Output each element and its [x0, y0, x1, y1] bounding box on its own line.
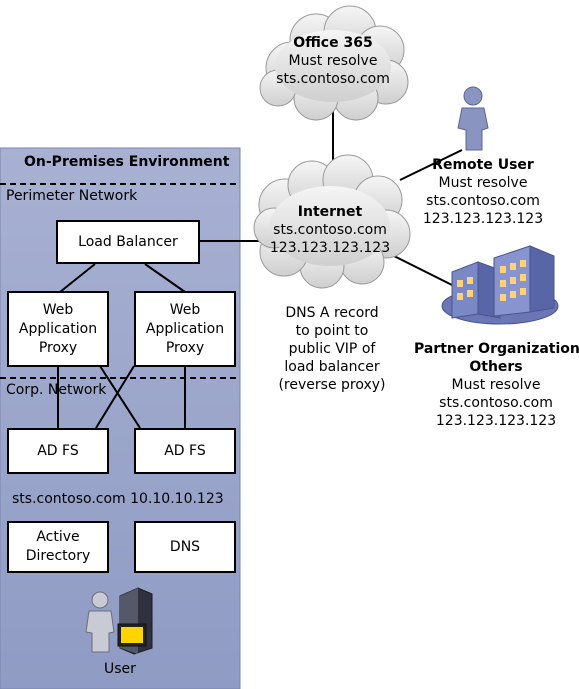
internet-cloud-icon: [253, 154, 411, 289]
adfs-right-box: AD FS: [134, 428, 236, 474]
perimeter-network-label: Perimeter Network: [6, 188, 138, 204]
environment-title: On-Premises Environment: [24, 154, 230, 170]
partner-title-line2: Others: [469, 359, 523, 375]
remote-user-line2: sts.contoso.com: [426, 193, 540, 209]
link-lb-wap-left: [59, 263, 96, 293]
dns-note-line2: to point to: [295, 323, 369, 339]
wap-left-line1: Web: [42, 301, 74, 318]
office365-line1: Must resolve: [288, 53, 378, 69]
active-directory-box: Active Directory: [7, 521, 109, 573]
wap-right-line1: Web: [169, 301, 201, 318]
office365-line2: sts.contoso.com: [276, 71, 390, 87]
dns-note-line4: load balancer: [284, 359, 380, 375]
wap-right-line3: Proxy: [165, 339, 205, 356]
internet-line2: 123.123.123.123: [269, 240, 391, 256]
partner-title-line1: Partner Organization/: [414, 341, 579, 357]
dns-label: DNS: [169, 538, 201, 555]
adfs-left-label: AD FS: [37, 442, 79, 459]
office365-label: Office 365 Must resolve sts.contoso.com: [263, 34, 403, 88]
dns-note-line1: DNS A record: [285, 305, 379, 321]
wap-left-line3: Proxy: [38, 339, 78, 356]
partner-line3: 123.123.123.123: [435, 413, 557, 429]
user-label: User: [104, 661, 136, 677]
office365-title: Office 365: [293, 35, 373, 51]
remote-user-person-icon: [457, 86, 489, 151]
internet-line1: sts.contoso.com: [273, 222, 387, 238]
dns-note-line5: (reverse proxy): [278, 377, 386, 393]
office365-cloud-icon: [259, 5, 409, 121]
partner-line2: sts.contoso.com: [439, 395, 553, 411]
load-balancer-label: Load Balancer: [78, 233, 178, 250]
partner-buildings-icon: [441, 245, 559, 325]
active-directory-line2: Directory: [25, 548, 91, 564]
adfs-left-box: AD FS: [7, 428, 109, 474]
link-internet-remote-user: [399, 149, 463, 181]
wap-right-line2: Application: [145, 320, 225, 337]
link-internet-partner: [387, 252, 463, 291]
adfs-right-label: AD FS: [164, 442, 206, 459]
partner-line1: Must resolve: [451, 377, 541, 393]
dns-a-record-note: DNS A record to point to public VIP of l…: [262, 304, 402, 394]
corp-network-label: Corp. Network: [6, 382, 107, 398]
internet-label: Internet sts.contoso.com 123.123.123.123: [260, 203, 400, 257]
web-application-proxy-right-box: Web Application Proxy: [134, 291, 236, 367]
link-lb-wap-right: [144, 263, 186, 293]
dns-box: DNS: [134, 521, 236, 573]
user-computer-icon: [85, 587, 153, 655]
remote-user-title: Remote User: [432, 157, 534, 173]
partner-organization-label: Partner Organization/ Others Must resolv…: [414, 340, 579, 430]
remote-user-line1: Must resolve: [438, 175, 528, 191]
internal-dns-record: sts.contoso.com 10.10.10.123: [12, 491, 224, 507]
dns-note-line3: public VIP of: [288, 341, 376, 357]
remote-user-label: Remote User Must resolve sts.contoso.com…: [408, 156, 558, 228]
active-directory-line1: Active: [36, 529, 80, 545]
wap-left-line2: Application: [18, 320, 98, 337]
web-application-proxy-left-box: Web Application Proxy: [7, 291, 109, 367]
link-wap-right-adfs-left: [95, 365, 135, 429]
load-balancer-box: Load Balancer: [56, 220, 200, 264]
remote-user-line3: 123.123.123.123: [422, 211, 544, 227]
link-wap-left-adfs-right: [99, 365, 141, 429]
internet-title: Internet: [297, 204, 363, 220]
